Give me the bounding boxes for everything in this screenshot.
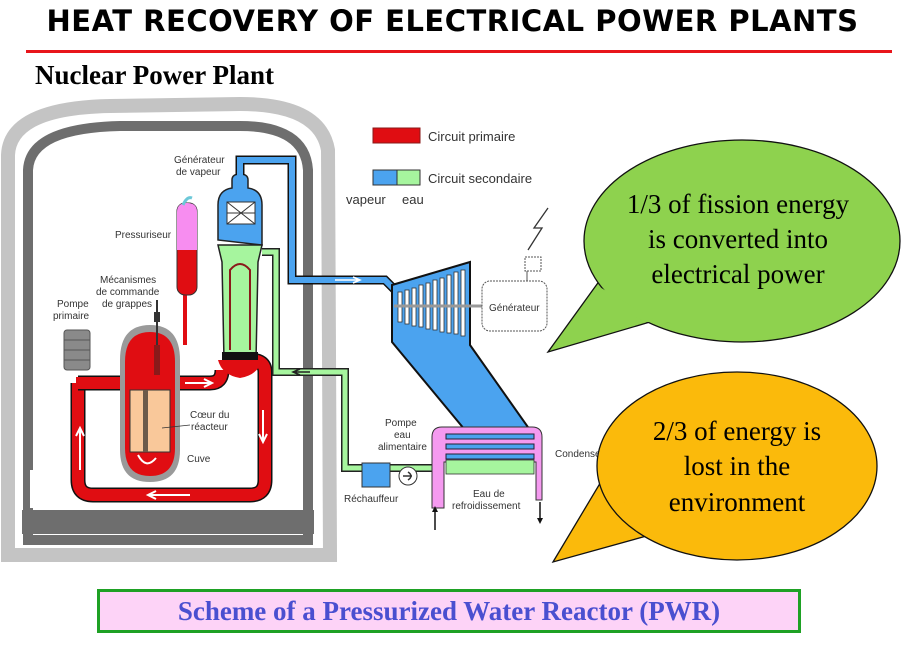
label-reactor-core: Cœur du <box>190 410 229 421</box>
legend-primary-swatch <box>372 127 421 144</box>
label-vessel: Cuve <box>187 454 211 465</box>
condenser <box>431 426 543 530</box>
label-feed-pump: eau <box>394 430 411 441</box>
legend-primary-label: Circuit primaire <box>428 129 515 144</box>
flow-arrow-icon <box>291 368 310 376</box>
lightning-icon <box>527 207 549 251</box>
green-callout-line2: is converted into <box>648 224 828 254</box>
legend-steam-swatch <box>372 169 398 186</box>
caption-box: Scheme of a Pressurized Water Reactor (P… <box>97 589 801 633</box>
electric-generator <box>481 207 549 332</box>
legend-steam-label: vapeur <box>346 192 386 207</box>
pressurizer <box>176 196 198 345</box>
green-callout-line1: 1/3 of fission energy <box>627 189 850 219</box>
containment-floor <box>22 510 314 534</box>
legend: Circuit primaire Circuit secondaire vape… <box>346 127 532 207</box>
primary-pump <box>63 329 91 371</box>
section-subtitle: Nuclear Power Plant <box>35 60 274 90</box>
title-divider <box>26 50 892 53</box>
reactor-core <box>129 389 171 453</box>
label-steam-generator: de vapeur <box>176 167 221 178</box>
feedwater-heater <box>361 462 391 488</box>
green-callout: 1/3 of fission energy is converted into … <box>546 139 901 354</box>
flow-arrow-icon <box>145 490 190 500</box>
label-primary-pump: Pompe <box>57 299 89 310</box>
flow-arrow-icon <box>75 425 85 470</box>
label-reactor-core: réacteur <box>191 422 228 433</box>
label-steam-generator: Générateur <box>174 155 225 166</box>
green-callout-line3: electrical power <box>651 259 824 289</box>
containment-inner-wall <box>23 121 313 545</box>
reactor-vessel <box>120 300 180 482</box>
orange-callout: 2/3 of energy is lost in the environment <box>551 371 878 564</box>
legend-water-label: eau <box>402 192 424 207</box>
legend-secondary-label: Circuit secondaire <box>428 171 532 186</box>
flow-arrow-icon <box>185 378 215 388</box>
label-condenser: Condenseur <box>555 449 610 460</box>
containment-outer-wall <box>1 96 338 562</box>
label-control-mechanisms: Mécanismes <box>100 275 156 286</box>
legend-water-swatch <box>396 169 421 186</box>
label-pressurizer: Pressuriseur <box>115 230 172 241</box>
label-primary-pump: primaire <box>53 311 90 322</box>
page-title: HEAT RECOVERY OF ELECTRICAL POWER PLANTS <box>46 4 859 38</box>
steam-generator <box>217 173 263 378</box>
turbine <box>391 260 532 431</box>
label-feed-pump: alimentaire <box>378 442 427 453</box>
label-feed-pump: Pompe <box>385 418 417 429</box>
steam-pipe <box>235 155 399 294</box>
label-heater: Réchauffeur <box>344 494 399 505</box>
flow-arrow-icon <box>258 410 268 445</box>
label-generator: Générateur <box>489 303 540 314</box>
label-control-mechanisms: de grappes <box>102 299 152 310</box>
flow-arrow-icon <box>335 276 362 284</box>
label-cooling-water: Eau de <box>473 489 505 500</box>
orange-callout-line3: environment <box>669 487 806 517</box>
label-control-mechanisms: de commande <box>96 287 160 298</box>
orange-callout-line2: lost in the <box>684 451 791 481</box>
label-cooling-water: refroidissement <box>452 501 521 512</box>
orange-callout-line1: 2/3 of energy is <box>653 416 821 446</box>
diagram-caption: Scheme of a Pressurized Water Reactor (P… <box>177 595 721 626</box>
